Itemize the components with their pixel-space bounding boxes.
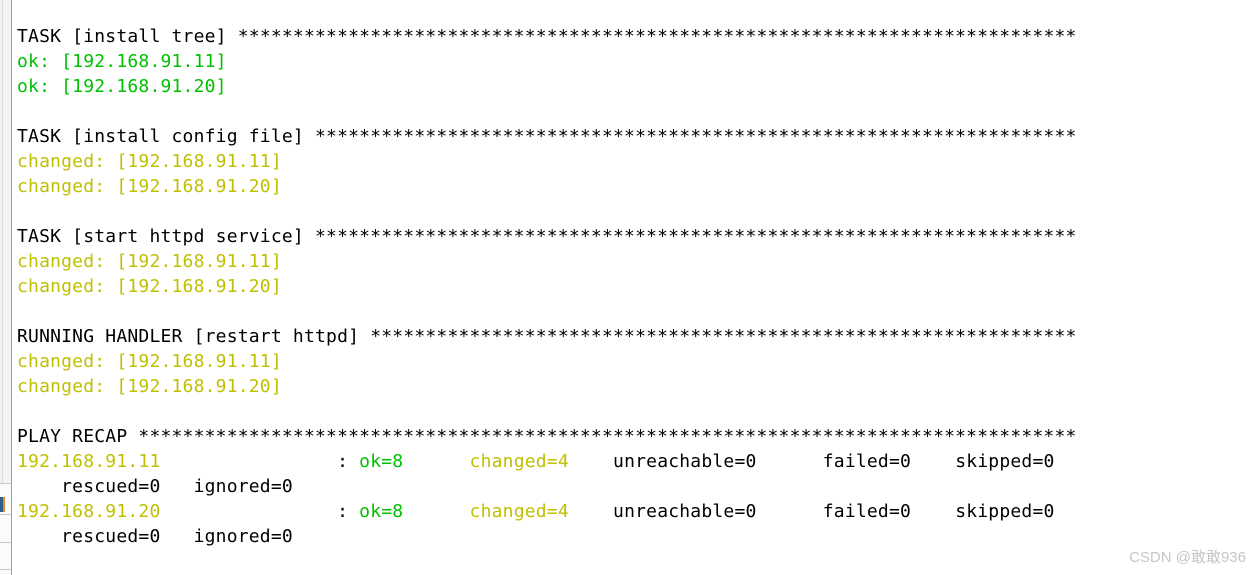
- row-divider: [0, 542, 11, 543]
- terminal-text-segment: PLAY RECAP: [17, 426, 139, 447]
- terminal-text-segment: ok: [192.168.91.20]: [17, 76, 227, 97]
- terminal-line: changed: [192.168.91.11]: [17, 149, 1260, 174]
- terminal-text-segment: changed: [192.168.91.20]: [17, 276, 282, 297]
- terminal-text-segment: [403, 451, 469, 472]
- terminal-line: 192.168.91.20 : ok=8 changed=4 unreachab…: [17, 499, 1260, 524]
- row-divider: [0, 483, 11, 484]
- terminal-text-segment: TASK [install config file]: [17, 126, 315, 147]
- terminal-line: ok: [192.168.91.20]: [17, 74, 1260, 99]
- terminal-line: RUNNING HANDLER [restart httpd] ********…: [17, 324, 1260, 349]
- terminal-text-segment: 192.168.91.20: [17, 501, 161, 522]
- terminal-line: PLAY RECAP *****************************…: [17, 424, 1260, 449]
- terminal-line: TASK [start httpd service] *************…: [17, 224, 1260, 249]
- terminal-text-segment: RUNNING HANDLER [restart httpd]: [17, 326, 371, 347]
- terminal-line: ok: [192.168.91.11]: [17, 49, 1260, 74]
- terminal-line: [17, 299, 1260, 324]
- terminal-text-segment: unreachable=0 failed=0 skipped=0: [613, 451, 1055, 472]
- terminal-text-segment: ok=8: [359, 501, 404, 522]
- terminal-text-segment: :: [160, 501, 360, 522]
- terminal-text-segment: ****************************************…: [138, 426, 1077, 447]
- terminal-line: changed: [192.168.91.11]: [17, 349, 1260, 374]
- terminal-text-segment: :: [160, 451, 360, 472]
- terminal-line: changed: [192.168.91.20]: [17, 274, 1260, 299]
- terminal-text-segment: ok=8: [359, 451, 404, 472]
- terminal-text-segment: ****************************************…: [315, 126, 1077, 147]
- terminal-line: [17, 199, 1260, 224]
- terminal-text-segment: TASK [install tree]: [17, 26, 238, 47]
- terminal-text-segment: ****************************************…: [237, 26, 1077, 47]
- terminal-text-segment: changed: [192.168.91.11]: [17, 151, 282, 172]
- row-divider: [0, 569, 11, 570]
- background-window-edge: [0, 0, 12, 575]
- terminal-line: changed: [192.168.91.20]: [17, 174, 1260, 199]
- tiny-favicon-sliver-icon: [0, 497, 5, 512]
- terminal-text-segment: rescued=0 ignored=0: [17, 476, 293, 497]
- terminal-text-segment: ****************************************…: [315, 226, 1077, 247]
- background-list-rows: [0, 483, 11, 575]
- terminal-line: TASK [install config file] *************…: [17, 124, 1260, 149]
- terminal-text-segment: ****************************************…: [370, 326, 1077, 347]
- terminal-line: changed: [192.168.91.20]: [17, 374, 1260, 399]
- terminal-text-segment: ok: [192.168.91.11]: [17, 51, 227, 72]
- terminal-text-segment: rescued=0 ignored=0: [17, 526, 293, 547]
- terminal-line: rescued=0 ignored=0: [17, 524, 1260, 549]
- terminal-text-segment: changed: [192.168.91.20]: [17, 376, 282, 397]
- terminal-line: rescued=0 ignored=0: [17, 474, 1260, 499]
- ansible-terminal-output: TASK [install tree] ********************…: [12, 0, 1260, 575]
- terminal-text-segment: TASK [start httpd service]: [17, 226, 315, 247]
- terminal-text-segment: 192.168.91.11: [17, 451, 161, 472]
- terminal-text-segment: changed: [192.168.91.11]: [17, 351, 282, 372]
- terminal-text-segment: changed=4: [469, 501, 569, 522]
- terminal-line: [17, 399, 1260, 424]
- terminal-text-segment: changed: [192.168.91.20]: [17, 176, 282, 197]
- window-edge-line: [2, 0, 3, 575]
- row-divider: [0, 514, 11, 515]
- terminal-text-segment: changed: [192.168.91.11]: [17, 251, 282, 272]
- terminal-text-segment: unreachable=0 failed=0 skipped=0: [613, 501, 1055, 522]
- csdn-watermark: CSDN @敢敢936: [1129, 549, 1246, 566]
- terminal-text-segment: [403, 501, 469, 522]
- terminal-line: changed: [192.168.91.11]: [17, 249, 1260, 274]
- terminal-line: 192.168.91.11 : ok=8 changed=4 unreachab…: [17, 449, 1260, 474]
- terminal-text-segment: [569, 451, 613, 472]
- terminal-line: TASK [install tree] ********************…: [17, 24, 1260, 49]
- terminal-text-segment: changed=4: [469, 451, 569, 472]
- terminal-text-segment: [569, 501, 613, 522]
- terminal-line: [17, 99, 1260, 124]
